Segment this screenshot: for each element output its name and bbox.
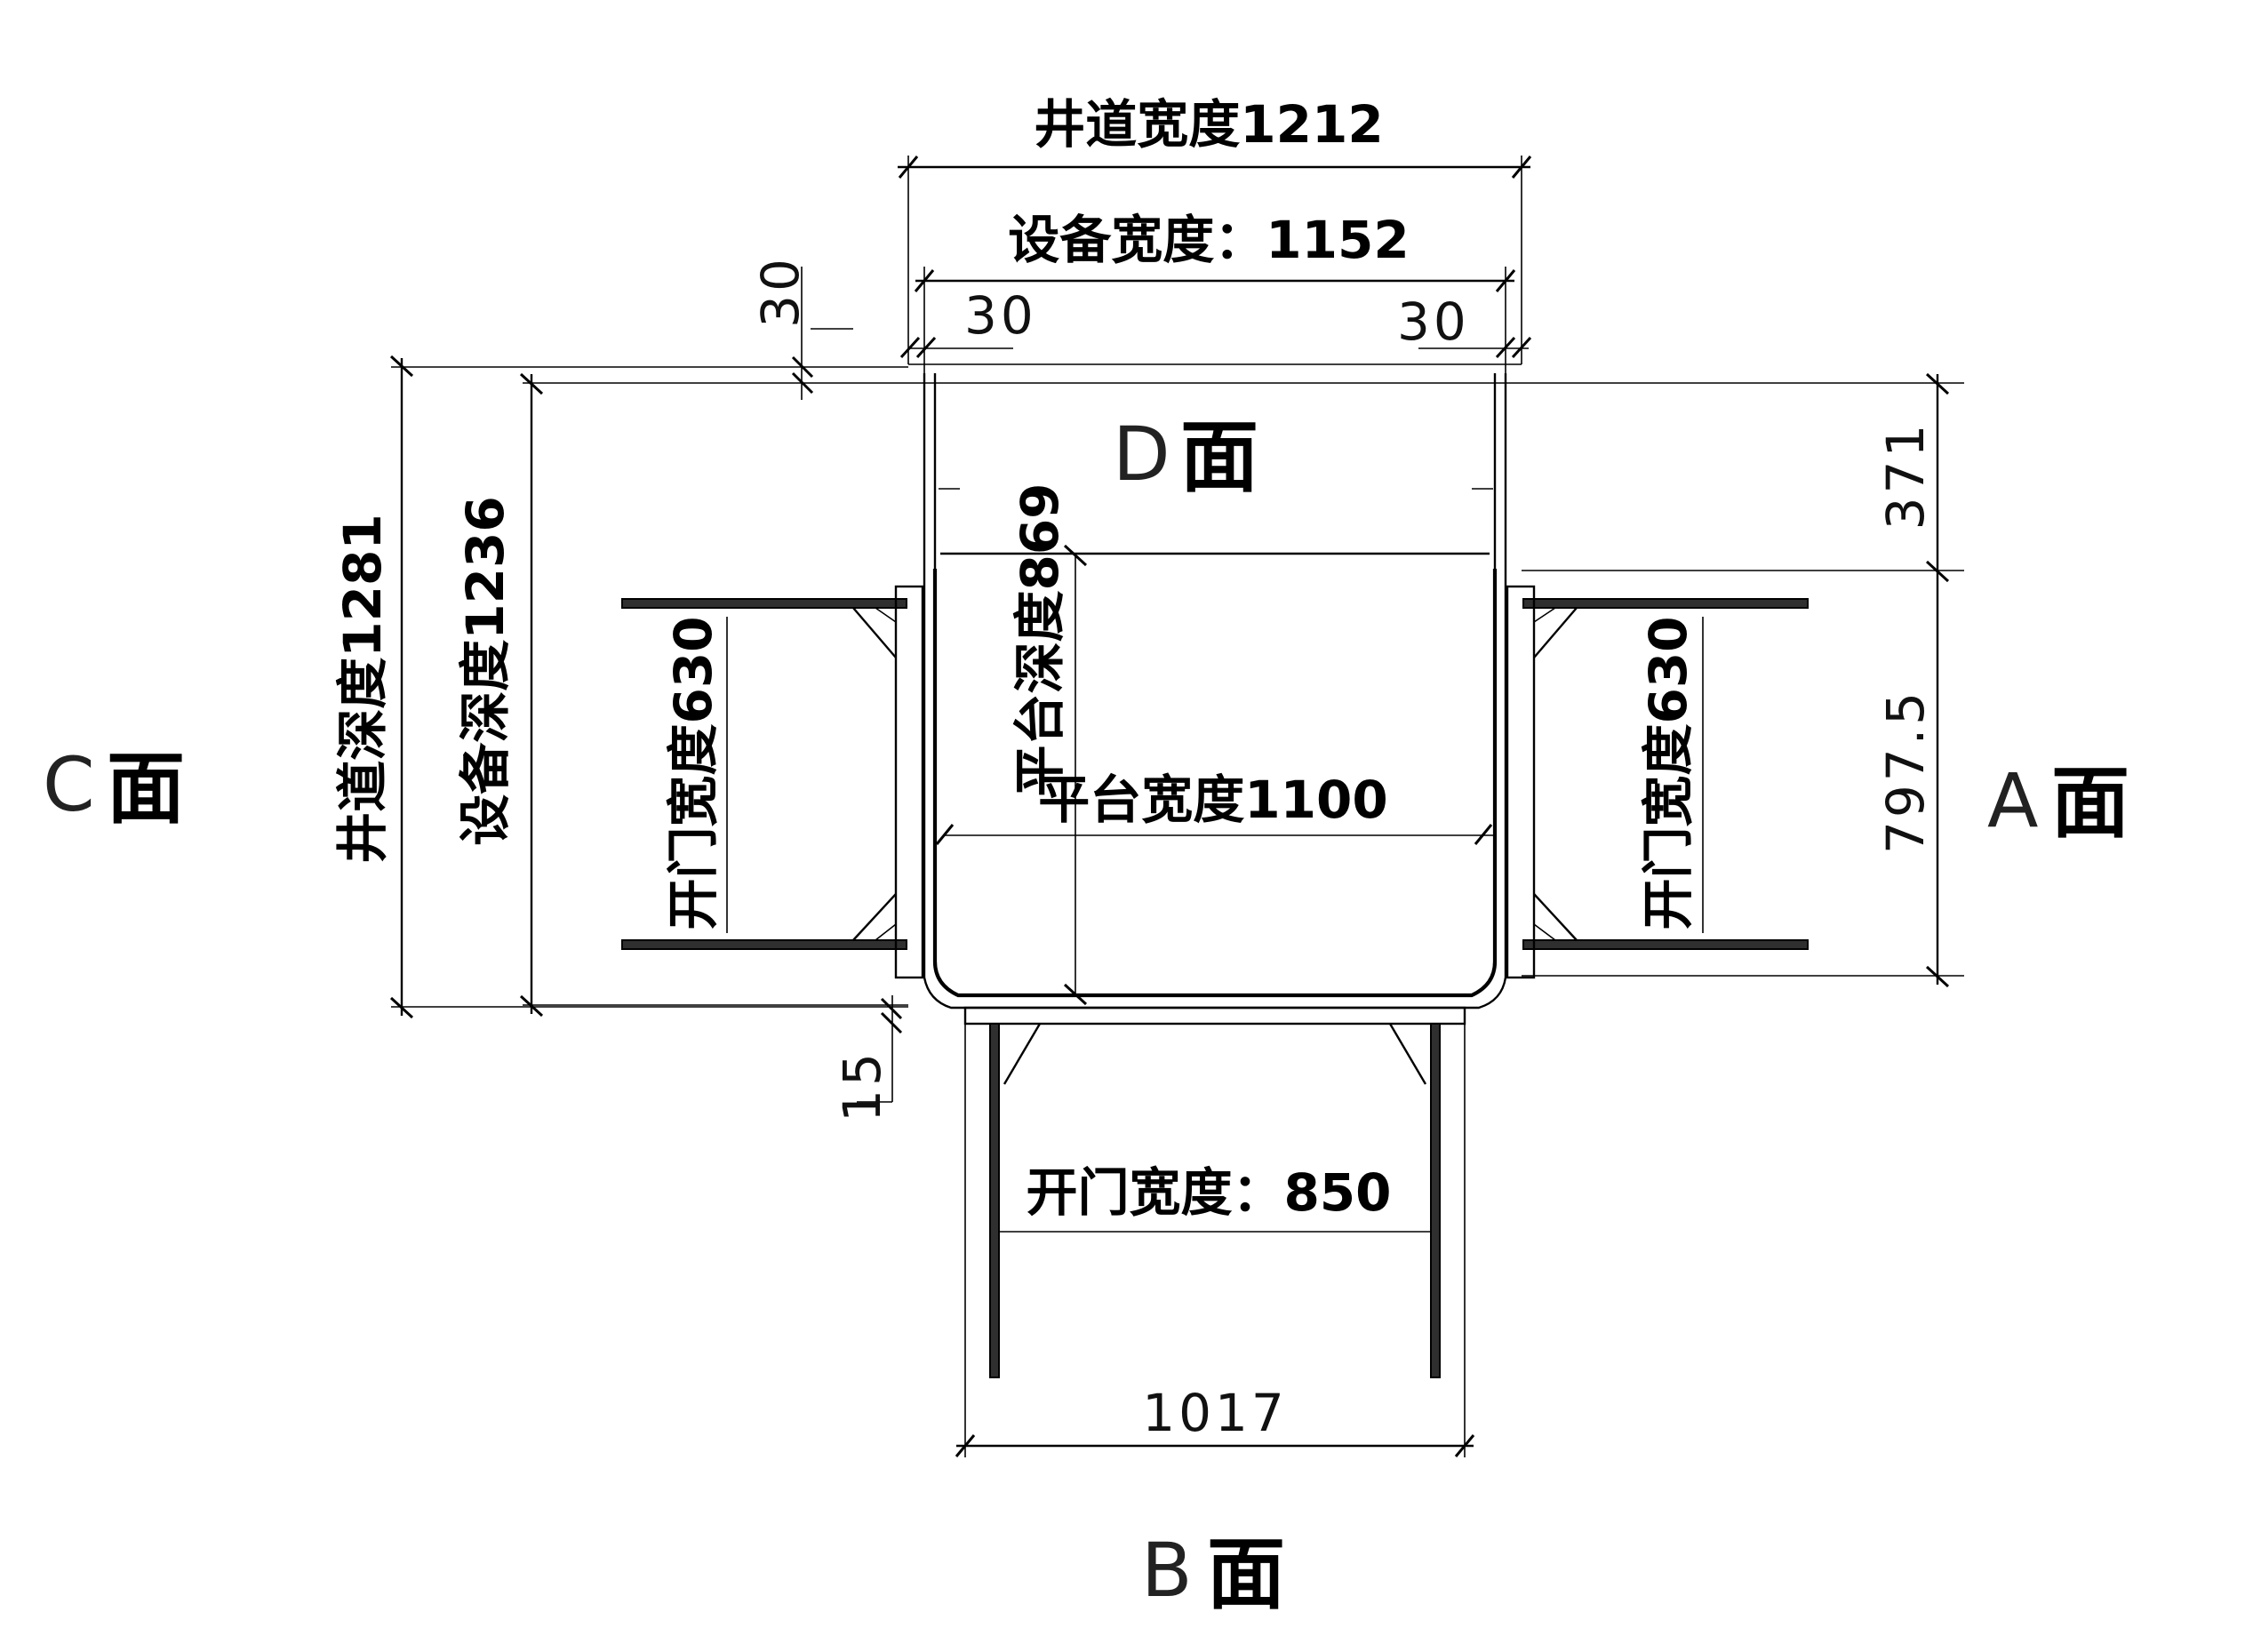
face-b-label: B 面 [1141, 1527, 1285, 1620]
dim-equipment-depth: 设备深度1236 [455, 372, 1964, 1018]
dim-right-chain: 371 797.5 [1522, 372, 1964, 988]
right-top-label: 371 [1875, 421, 1936, 531]
bottom-offset-label: 15 [832, 1049, 892, 1122]
shaft-depth-label: 井道深度1281 [332, 514, 393, 863]
face-a-label: A 面 [1987, 757, 2129, 849]
dim-bottom-overall: 1017 [955, 1383, 1475, 1457]
platform-width-label: 平台宽度1100 [1038, 770, 1387, 830]
face-b-char: 面 [1207, 1528, 1285, 1620]
face-c-letter: C [43, 741, 95, 828]
dim-gap-left-small: 30 [750, 255, 853, 400]
shaft-outline [908, 363, 1522, 978]
dim-platform-depth: 平台深度869 [1010, 483, 1088, 1006]
dim-shaft-depth: 井道深度1281 [332, 355, 908, 1019]
face-d-letter: D [1113, 411, 1170, 498]
face-a-letter: A [1987, 757, 2038, 844]
equipment-depth-label: 设备深度1236 [455, 496, 515, 845]
platform [923, 552, 1507, 1026]
dim-platform-width: 平台宽度1100 [935, 770, 1493, 845]
face-a-char: 面 [2051, 757, 2129, 849]
door-bottom: 开门宽度：850 [964, 1023, 1466, 1457]
face-d-char: 面 [1180, 411, 1258, 503]
bottom-overall-label: 1017 [1142, 1383, 1288, 1443]
equipment-width-label: 设备宽度：1152 [1008, 210, 1409, 270]
dim-shaft-width: 井道宽度1212 [898, 94, 1532, 364]
face-c-char: 面 [107, 743, 185, 834]
gap-top-right-label: 30 [1397, 291, 1470, 352]
face-c-label: C 面 [43, 741, 185, 834]
dim-equipment-width: 设备宽度：1152 [914, 210, 1516, 373]
face-b-letter: B [1141, 1527, 1193, 1614]
door-left: 开门宽度630 [621, 585, 924, 979]
shaft-width-label: 井道宽度1212 [1034, 94, 1383, 155]
gap-left-small-label: 30 [750, 255, 811, 328]
door-width-right-label: 开门宽度630 [1638, 616, 1698, 930]
door-right: 开门宽度630 [1506, 585, 1809, 979]
gap-top-left-label: 30 [964, 285, 1037, 346]
door-width-left-label: 开门宽度630 [663, 616, 723, 930]
dim-gap-top-right: 30 [1397, 291, 1532, 359]
face-d-label: D 面 [1113, 411, 1258, 503]
platform-depth-label: 平台深度869 [1010, 483, 1070, 796]
dim-bottom-offset: 15 [832, 995, 903, 1122]
door-width-bottom-label: 开门宽度：850 [1026, 1162, 1391, 1223]
right-middle-label: 797.5 [1875, 689, 1936, 854]
dim-gap-top-left: 30 [899, 285, 1037, 359]
